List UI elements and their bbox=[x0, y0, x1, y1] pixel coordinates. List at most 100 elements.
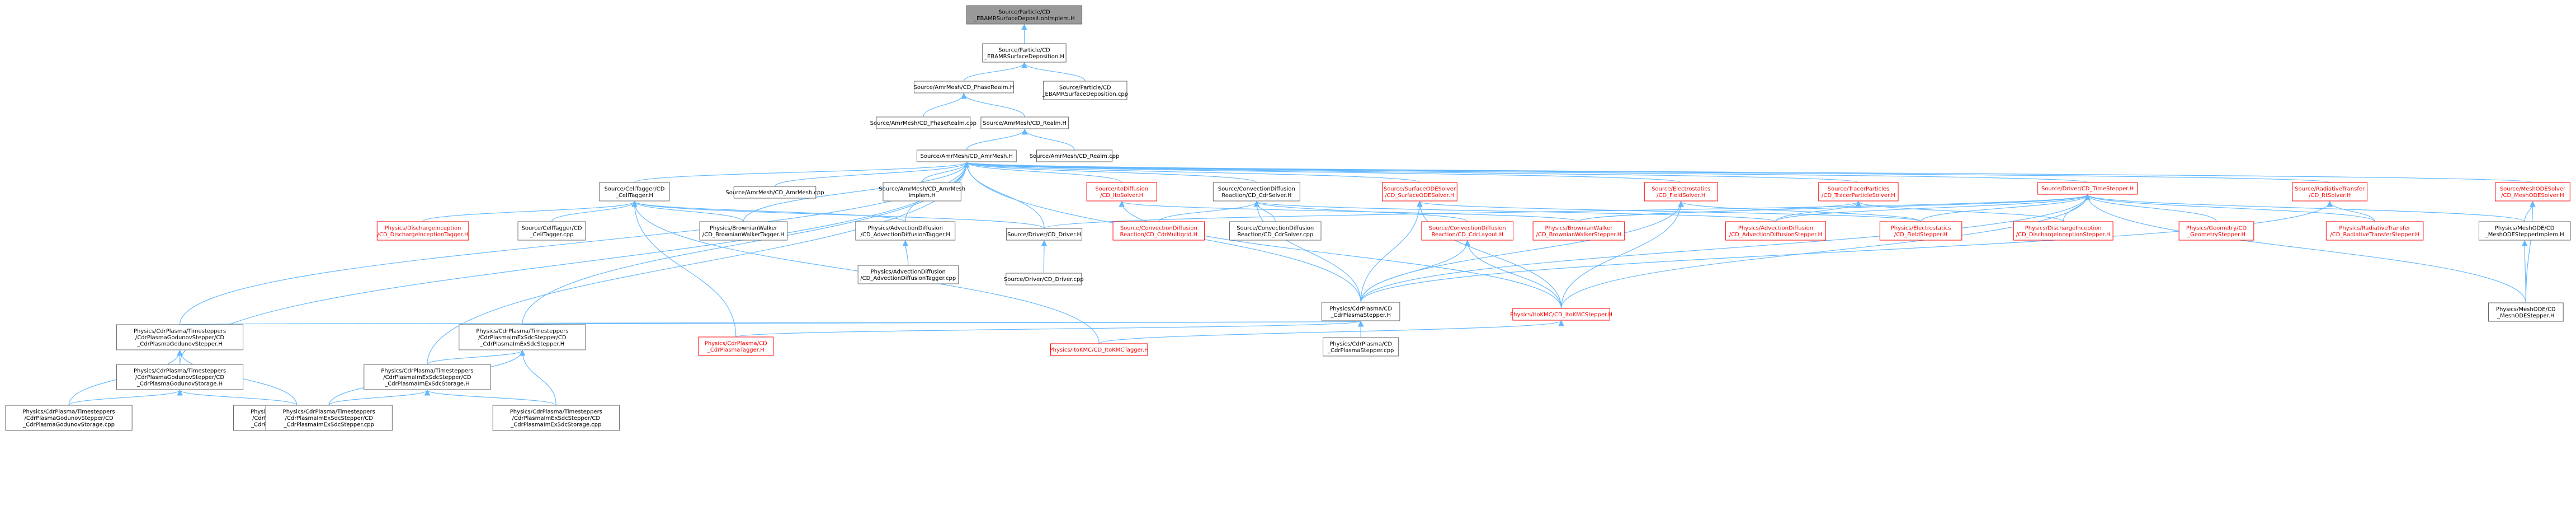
file-node-label: _EBAMRSurfaceDeposition.H bbox=[984, 54, 1064, 60]
file-node-n16[interactable]: Source/Driver/CD_TimeStepper.H bbox=[2037, 182, 2138, 195]
file-node-n5[interactable]: Source/AmrMesh/CD_Realm.H bbox=[980, 116, 1069, 129]
file-node-n20[interactable]: Source/CellTagger/CD_CellTagger.cpp bbox=[517, 221, 586, 241]
file-node-n42[interactable]: Physics/ItoKMC/CD_ItoKMCTagger.H bbox=[1050, 343, 1149, 356]
file-node-n3[interactable]: Source/Particle/CD_EBAMRSurfaceDepositio… bbox=[1042, 81, 1129, 100]
file-node-label: _CellTagger.cpp bbox=[530, 232, 574, 238]
file-node-n45[interactable]: Physics/CdrPlasma/Timesteppers/CdrPlasma… bbox=[364, 364, 491, 390]
file-node-n22[interactable]: Physics/AdvectionDiffusion/CD_AdvectionD… bbox=[855, 221, 956, 241]
dependency-edge bbox=[2521, 240, 2528, 303]
file-node-n33[interactable]: Physics/MeshODE/CD_MeshODEStepperImplem.… bbox=[2478, 221, 2571, 241]
dependency-edges bbox=[68, 24, 2536, 406]
file-node-label: _EBAMRSurfaceDeposition.cpp bbox=[1042, 91, 1129, 97]
file-node-n43[interactable]: Physics/CdrPlasma/CD_CdrPlasmaStepper.cp… bbox=[1323, 337, 1399, 357]
file-node-label: /CD_DischargeInceptionStepper.H bbox=[2016, 232, 2111, 238]
file-node-label: Source/ConvectionDiffusion bbox=[1218, 186, 1295, 192]
file-node-n2[interactable]: Source/AmrMesh/CD_PhaseRealm.H bbox=[914, 81, 1015, 93]
file-node-n17[interactable]: Source/RadiativeTransfer/CD_RtSolver.H bbox=[2292, 182, 2368, 202]
file-node-n19[interactable]: Physics/DischargeInception/CD_DischargeI… bbox=[376, 221, 469, 241]
file-node-n41[interactable]: Physics/CdrPlasma/CD_CdrPlasmaTagger.H bbox=[698, 336, 774, 356]
dependency-edge bbox=[774, 161, 970, 187]
file-node-n35[interactable]: Source/Driver/CD_Driver.cpp bbox=[1004, 273, 1084, 285]
file-node-n21[interactable]: Physics/BrownianWalker/CD_BrownianWalker… bbox=[699, 221, 788, 241]
file-node-n14[interactable]: Source/Electrostatics/CD_FieldSolver.H bbox=[1644, 182, 1718, 202]
file-node-box bbox=[599, 182, 670, 202]
file-node-n30[interactable]: Physics/DischargeInception/CD_DischargeI… bbox=[2013, 221, 2113, 241]
file-node-n8[interactable]: Source/CellTagger/CD_CellTagger.H bbox=[599, 182, 670, 202]
file-node-label: Reaction/CD_CdrSolver.H bbox=[1221, 193, 1291, 199]
file-node-n23[interactable]: Source/Driver/CD_Driver.H bbox=[1006, 228, 1083, 241]
file-node-n11[interactable]: Source/ItoDiffusion/CD_ItoSolver.H bbox=[1086, 182, 1157, 202]
file-node-n38[interactable]: Physics/MeshODE/CD_MeshODEStepper.H bbox=[2488, 302, 2564, 322]
file-node-n46[interactable]: Physics/CdrPlasma/Timesteppers/CdrPlasma… bbox=[5, 405, 133, 431]
file-node-n12[interactable]: Source/ConvectionDiffusionReaction/CD_Cd… bbox=[1212, 182, 1300, 202]
file-node-label: /CdrPlasmaGodunovStepper/CD bbox=[135, 335, 224, 341]
file-node-n28[interactable]: Physics/AdvectionDiffusion/CD_AdvectionD… bbox=[1725, 221, 1827, 241]
file-node-label: /CD_SurfaceODESolver.H bbox=[1385, 193, 1454, 199]
file-node-label: Source/AmrMesh/CD_PhaseRealm.cpp bbox=[870, 120, 976, 127]
file-node-n9[interactable]: Source/AmrMesh/CD_AmrMesh.cpp bbox=[725, 186, 824, 199]
file-node-label: /CD_BrownianWalkerTagger.H bbox=[702, 232, 785, 238]
file-node-box bbox=[1043, 81, 1127, 100]
file-node-n0[interactable]: Source/Particle/CD_EBAMRSurfaceDepositio… bbox=[966, 5, 1083, 25]
dependency-edge bbox=[964, 161, 2533, 183]
file-node-label: /CD_MeshODESolver.H bbox=[2501, 193, 2564, 199]
file-node-n48[interactable]: Physics/CdrPlasma/Timesteppers/CdrPlasma… bbox=[265, 405, 393, 431]
dependency-edge bbox=[328, 389, 431, 406]
file-node-label: Physics/Electrostatics bbox=[1891, 225, 1951, 231]
file-node-box bbox=[517, 221, 586, 241]
file-node-label: Source/Driver/CD_Driver.H bbox=[1007, 232, 1081, 238]
file-node-n39[interactable]: Physics/CdrPlasma/Timesteppers/CdrPlasma… bbox=[116, 324, 244, 350]
file-node-label: /CD_AdvectionDiffusionTagger.H bbox=[861, 232, 950, 238]
dependency-edge bbox=[1417, 200, 1562, 309]
file-node-box bbox=[1321, 302, 1400, 321]
file-node-n24[interactable]: Source/ConvectionDiffusionReaction/CD_Cd… bbox=[1112, 221, 1205, 241]
file-node-label: Physics/CdrPlasma/Timesteppers bbox=[23, 409, 115, 415]
file-node-n7[interactable]: Source/AmrMesh/CD_Realm.cpp bbox=[1030, 149, 1119, 162]
file-node-label: Physics/BrownianWalker bbox=[1545, 225, 1613, 231]
file-node-label: Reaction/CD_CdrMultigrid.H bbox=[1120, 232, 1198, 238]
dependency-edge bbox=[2084, 194, 2217, 222]
file-node-n4[interactable]: Source/AmrMesh/CD_PhaseRealm.cpp bbox=[870, 116, 976, 129]
file-node-label: Source/ConvectionDiffusion bbox=[1429, 225, 1506, 231]
file-node-label: _CdrPlasmaImExSdcStepper.cpp bbox=[284, 422, 374, 428]
file-node-n27[interactable]: Physics/BrownianWalker/CD_BrownianWalker… bbox=[1532, 221, 1625, 241]
file-node-n36[interactable]: Physics/CdrPlasma/CD_CdrPlasmaStepper.H bbox=[1321, 302, 1400, 321]
file-node-n25[interactable]: Source/ConvectionDiffusionReaction/CD_Cd… bbox=[1229, 221, 1322, 241]
file-node-label: /CdrPlasmaImExSdcStepper/CD bbox=[512, 415, 601, 422]
file-node-n29[interactable]: Physics/Electrostatics/CD_FieldStepper.H bbox=[1879, 221, 1962, 241]
file-node-label: /CD_AdvectionDiffusionStepper.H bbox=[1729, 232, 1822, 238]
file-node-n34[interactable]: Physics/AdvectionDiffusion/CD_AdvectionD… bbox=[857, 265, 959, 284]
file-node-n37[interactable]: Physics/ItoKMC/CD_ItoKMCStepper.H bbox=[1510, 308, 1612, 321]
file-node-n40[interactable]: Physics/CdrPlasma/Timesteppers/CdrPlasma… bbox=[459, 324, 586, 350]
file-node-n6[interactable]: Source/AmrMesh/CD_AmrMesh.H bbox=[916, 149, 1017, 162]
dependency-edge bbox=[1417, 200, 1922, 222]
file-node-n26[interactable]: Source/ConvectionDiffusionReaction/CD_Cd… bbox=[1421, 221, 1514, 241]
file-node-label: Physics/MeshODE/CD bbox=[2495, 225, 2555, 231]
file-node-n31[interactable]: Physics/Geometry/CD_GeometryStepper.H bbox=[2178, 221, 2254, 241]
file-node-label: /CD_FieldSolver.H bbox=[1657, 193, 1705, 199]
dependency-edge bbox=[964, 161, 1859, 183]
file-node-label: Physics/DischargeInception bbox=[2025, 225, 2102, 231]
file-node-label: Source/MeshODESolver bbox=[2500, 186, 2566, 192]
file-node-label: Source/Driver/CD_TimeStepper.H bbox=[2041, 186, 2134, 192]
dependency-edge bbox=[1158, 200, 1260, 222]
file-node-label: _CdrPlasmaGodunovStepper.H bbox=[136, 341, 223, 348]
file-node-n13[interactable]: Source/SurfaceODESolver/CD_SurfaceODESol… bbox=[1382, 182, 1457, 202]
dependency-edge bbox=[1561, 194, 2091, 309]
file-node-n15[interactable]: Source/TracerParticles/CD_TracerParticle… bbox=[1818, 182, 1899, 202]
file-node-label: Physics/MeshODE/CD bbox=[2496, 306, 2556, 312]
dependency-edge bbox=[1855, 200, 2064, 222]
file-node-box bbox=[1212, 182, 1300, 202]
file-node-n18[interactable]: Source/MeshODESolver/CD_MeshODESolver.H bbox=[2495, 182, 2570, 202]
file-node-label: Source/TracerParticles bbox=[1828, 186, 1890, 192]
dependency-edge bbox=[1360, 200, 1423, 303]
file-node-n49[interactable]: Physics/CdrPlasma/Timesteppers/CdrPlasma… bbox=[492, 405, 620, 431]
file-node-n32[interactable]: Physics/RadiativeTransfer/CD_RadiativeTr… bbox=[2325, 221, 2424, 241]
file-node-label: _GeometryStepper.H bbox=[2187, 232, 2245, 238]
dependency-edge bbox=[427, 349, 526, 365]
file-node-label: Physics/AdvectionDiffusion bbox=[871, 269, 946, 275]
file-node-label: Source/AmrMesh/CD_Realm.cpp bbox=[1030, 153, 1119, 160]
file-node-n44[interactable]: Physics/CdrPlasma/Timesteppers/CdrPlasma… bbox=[116, 364, 244, 390]
file-node-n1[interactable]: Source/Particle/CD_EBAMRSurfaceDepositio… bbox=[982, 43, 1067, 63]
